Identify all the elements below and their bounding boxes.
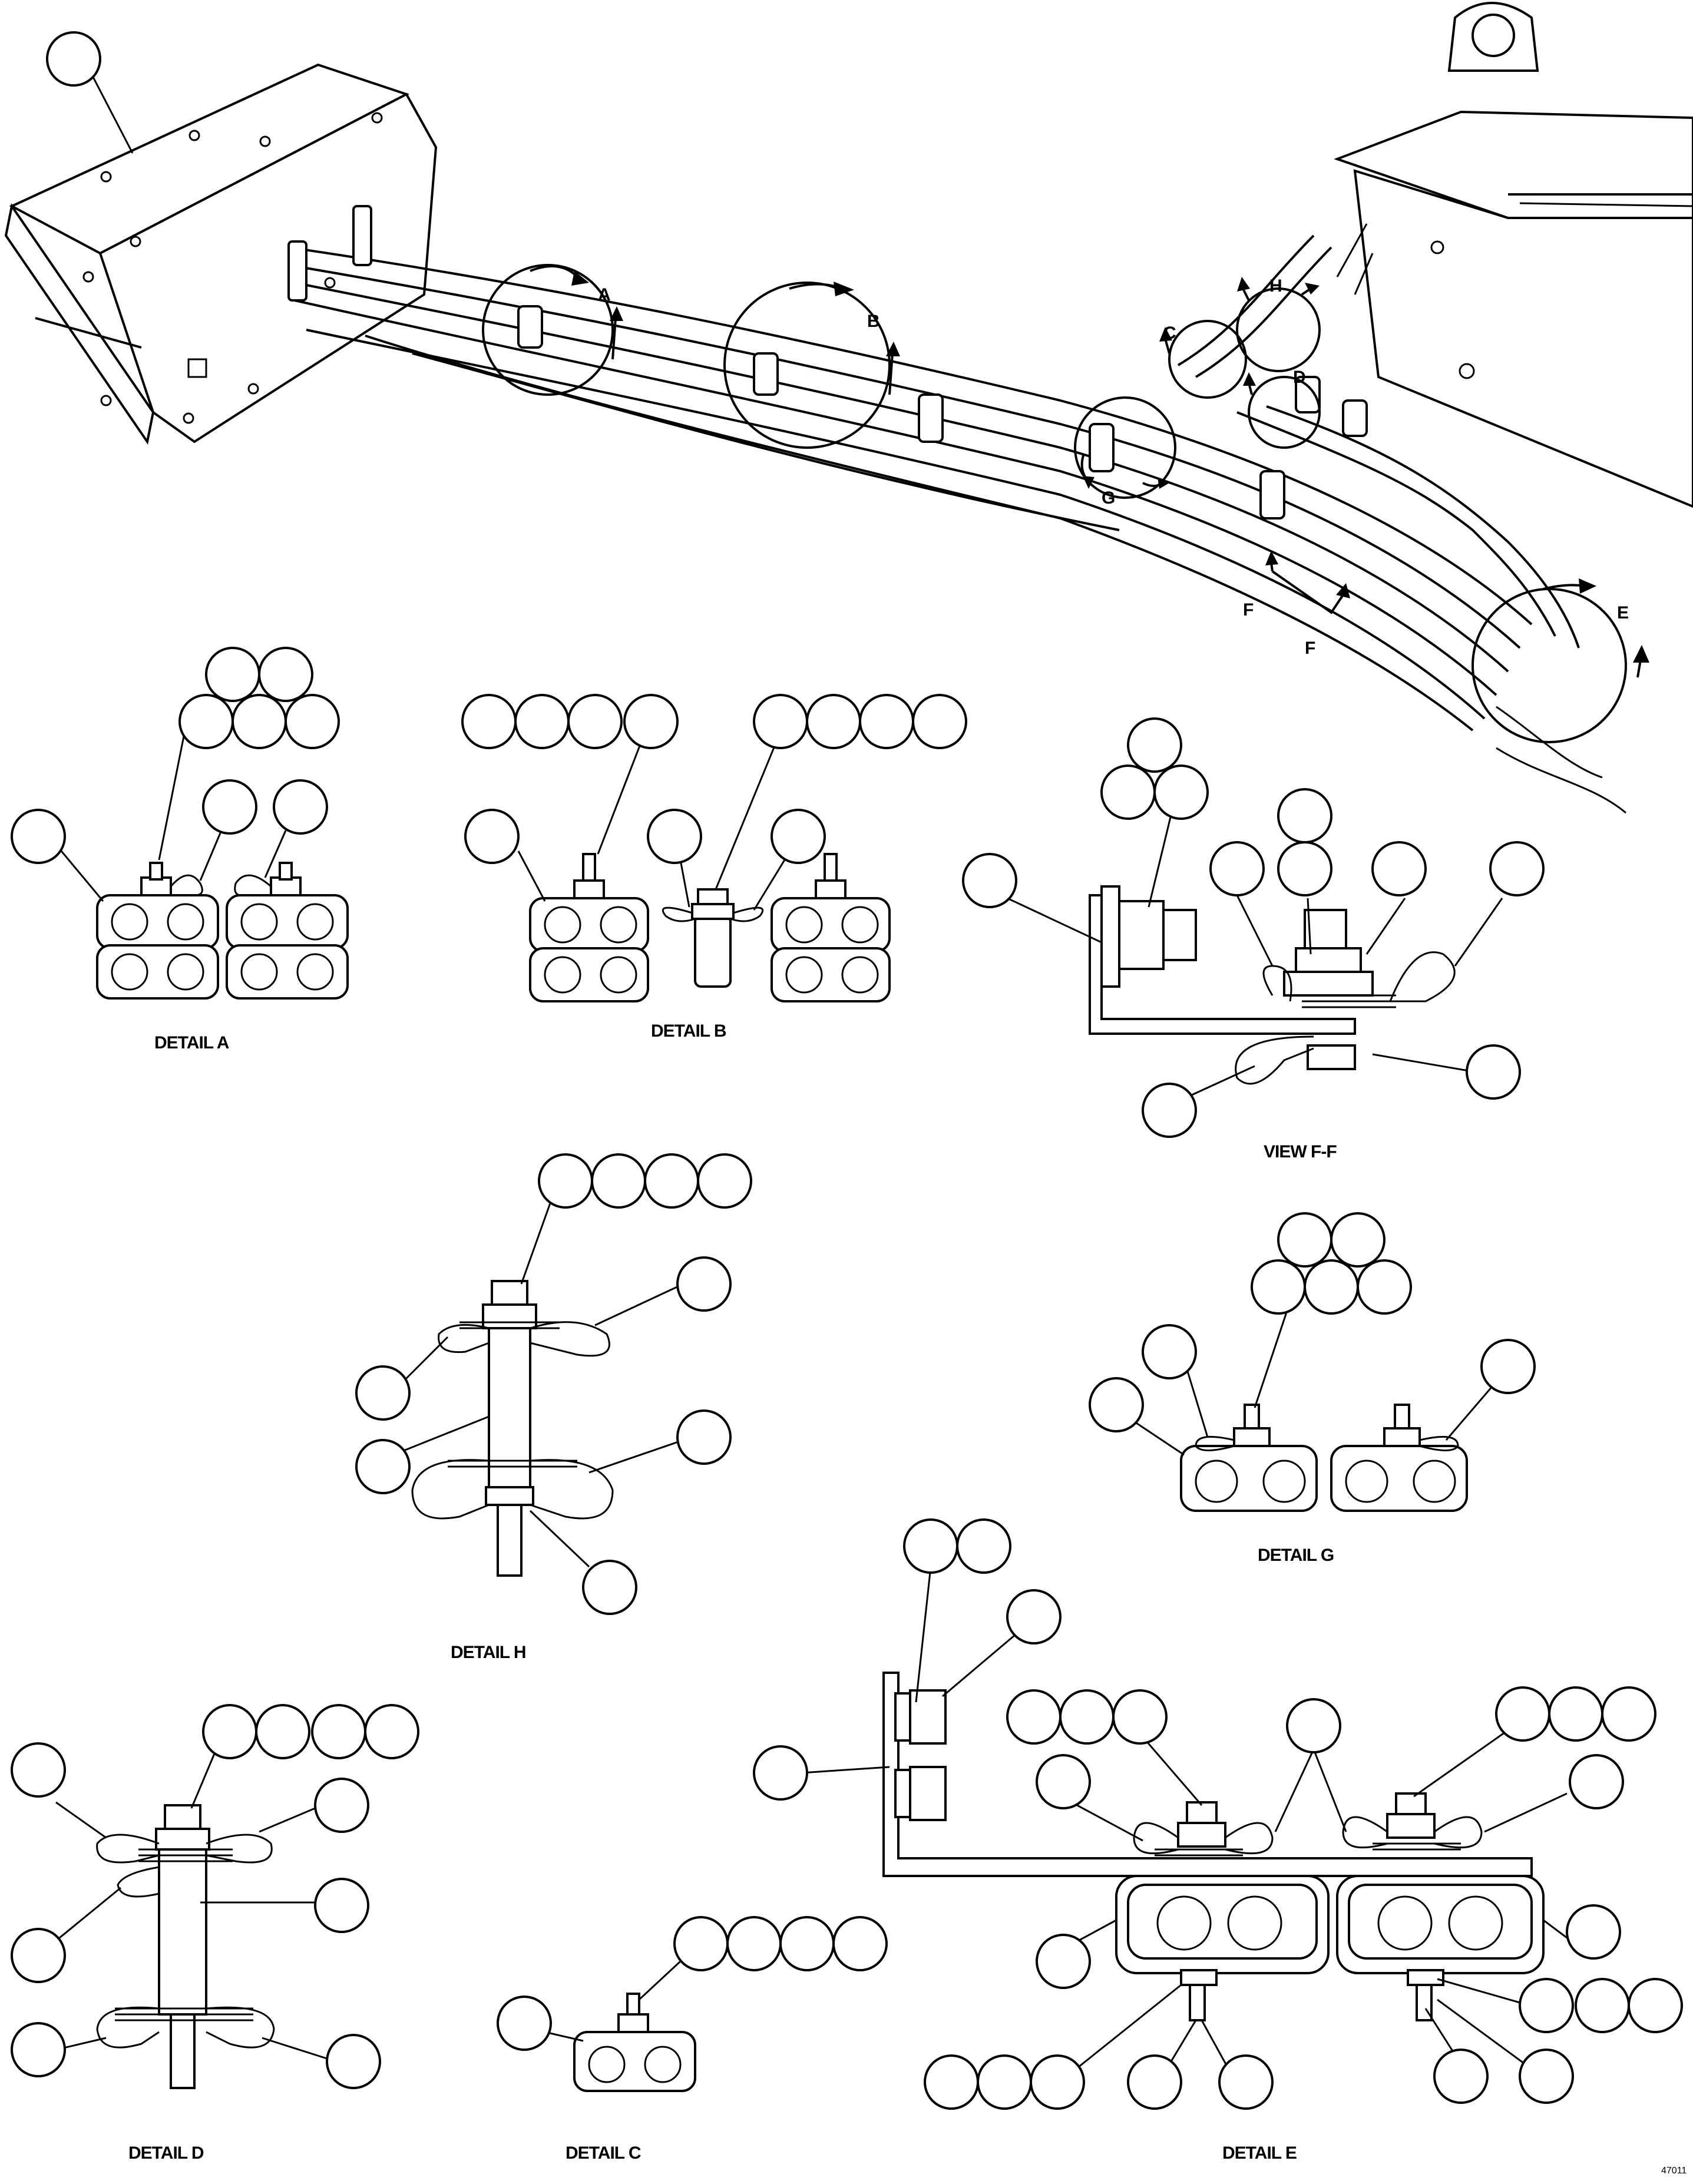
view-letter-d: D bbox=[1293, 368, 1306, 387]
caption-detail-e: DETAIL E bbox=[1222, 2143, 1297, 2163]
detail-d: DETAIL D bbox=[11, 1704, 419, 2163]
detail-a: DETAIL A bbox=[11, 647, 349, 1053]
detail-circle-d: D bbox=[1243, 368, 1321, 449]
view-letter-e: E bbox=[1617, 603, 1629, 623]
detail-circle-g: G bbox=[1074, 396, 1176, 508]
caption-detail-h: DETAIL H bbox=[451, 1643, 526, 1662]
caption-detail-g: DETAIL G bbox=[1258, 1546, 1334, 1565]
left-housing bbox=[4, 63, 438, 445]
caption-detail-b: DETAIL B bbox=[651, 1021, 726, 1041]
detail-b: DETAIL B bbox=[461, 694, 967, 1041]
view-letter-a: A bbox=[598, 285, 611, 305]
detail-e: DETAIL E bbox=[753, 1518, 1683, 2163]
detail-circle-b: B bbox=[723, 282, 900, 449]
caption-detail-c: DETAIL C bbox=[566, 2143, 641, 2163]
view-letter-g: G bbox=[1102, 488, 1115, 508]
hose-bundle bbox=[287, 205, 1603, 779]
detail-c: DETAIL C bbox=[497, 1916, 888, 2163]
right-structure bbox=[1334, 2, 1693, 508]
section-arrows-ff: F F bbox=[1243, 551, 1350, 658]
detail-circle-e: E bbox=[1472, 578, 1649, 743]
view-letter-c: C bbox=[1163, 323, 1176, 343]
view-ff: VIEW F-F bbox=[962, 717, 1545, 1162]
caption-detail-a: DETAIL A bbox=[154, 1033, 229, 1053]
callout-balloon bbox=[46, 31, 101, 87]
view-letter-h: H bbox=[1269, 276, 1282, 296]
detail-circle-c: C bbox=[1159, 320, 1247, 399]
view-letter-b: B bbox=[867, 312, 880, 331]
view-letter-f1: F bbox=[1243, 600, 1254, 620]
view-letter-f2: F bbox=[1305, 638, 1315, 658]
detail-circle-a: A bbox=[482, 264, 623, 396]
detail-h: DETAIL H bbox=[355, 1153, 752, 1662]
caption-view-ff: VIEW F-F bbox=[1264, 1142, 1337, 1162]
detail-circle-h: H bbox=[1236, 276, 1321, 372]
detail-g: DETAIL G bbox=[1089, 1212, 1536, 1565]
main-assembly-view: A B G C H bbox=[4, 2, 1693, 814]
figure-id: 47011 bbox=[1661, 2166, 1687, 2176]
caption-detail-d: DETAIL D bbox=[128, 2143, 204, 2163]
